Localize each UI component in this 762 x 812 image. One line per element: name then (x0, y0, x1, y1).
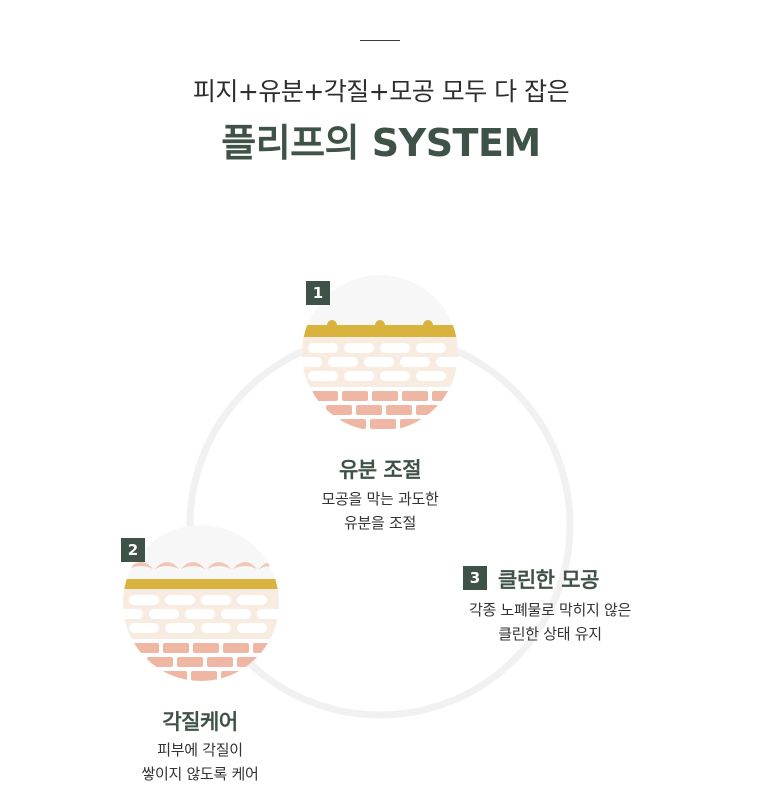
step-2-number-badge: 2 (121, 538, 145, 562)
oil-control-skin-layer-icon (302, 275, 458, 431)
step-1-desc-line: 유분을 조절 (344, 514, 416, 532)
step-3-desc-line: 각종 노폐물로 막히지 않은 (469, 601, 631, 619)
step-1-title: 유분 조절 (338, 458, 422, 482)
step-2-desc-line: 쌓이지 않도록 케어 (141, 765, 259, 783)
step-2-description: 피부에 각질이 쌓이지 않도록 케어 (100, 738, 300, 786)
step-1-description: 모공을 막는 과도한 유분을 조절 (280, 487, 480, 535)
step-2-title: 각질케어 (162, 710, 238, 734)
page-title: 플리프의 SYSTEM (221, 121, 541, 165)
step-3-desc-line: 클린한 상태 유지 (498, 625, 602, 643)
exfoliation-skin-layer-icon (123, 525, 279, 681)
step-3-number-badge: 3 (463, 566, 487, 590)
step-1-desc-line: 모공을 막는 과도한 (321, 490, 439, 508)
step-3-title: 클린한 모공 (498, 568, 599, 592)
step-2-desc-line: 피부에 각질이 (157, 741, 243, 759)
step-3-description: 각종 노폐물로 막히지 않은 클린한 상태 유지 (440, 598, 660, 646)
top-divider (360, 40, 400, 41)
page-subtitle: 피지+유분+각질+모공 모두 다 잡은 (192, 77, 570, 106)
step-1-number-badge: 1 (306, 281, 330, 305)
